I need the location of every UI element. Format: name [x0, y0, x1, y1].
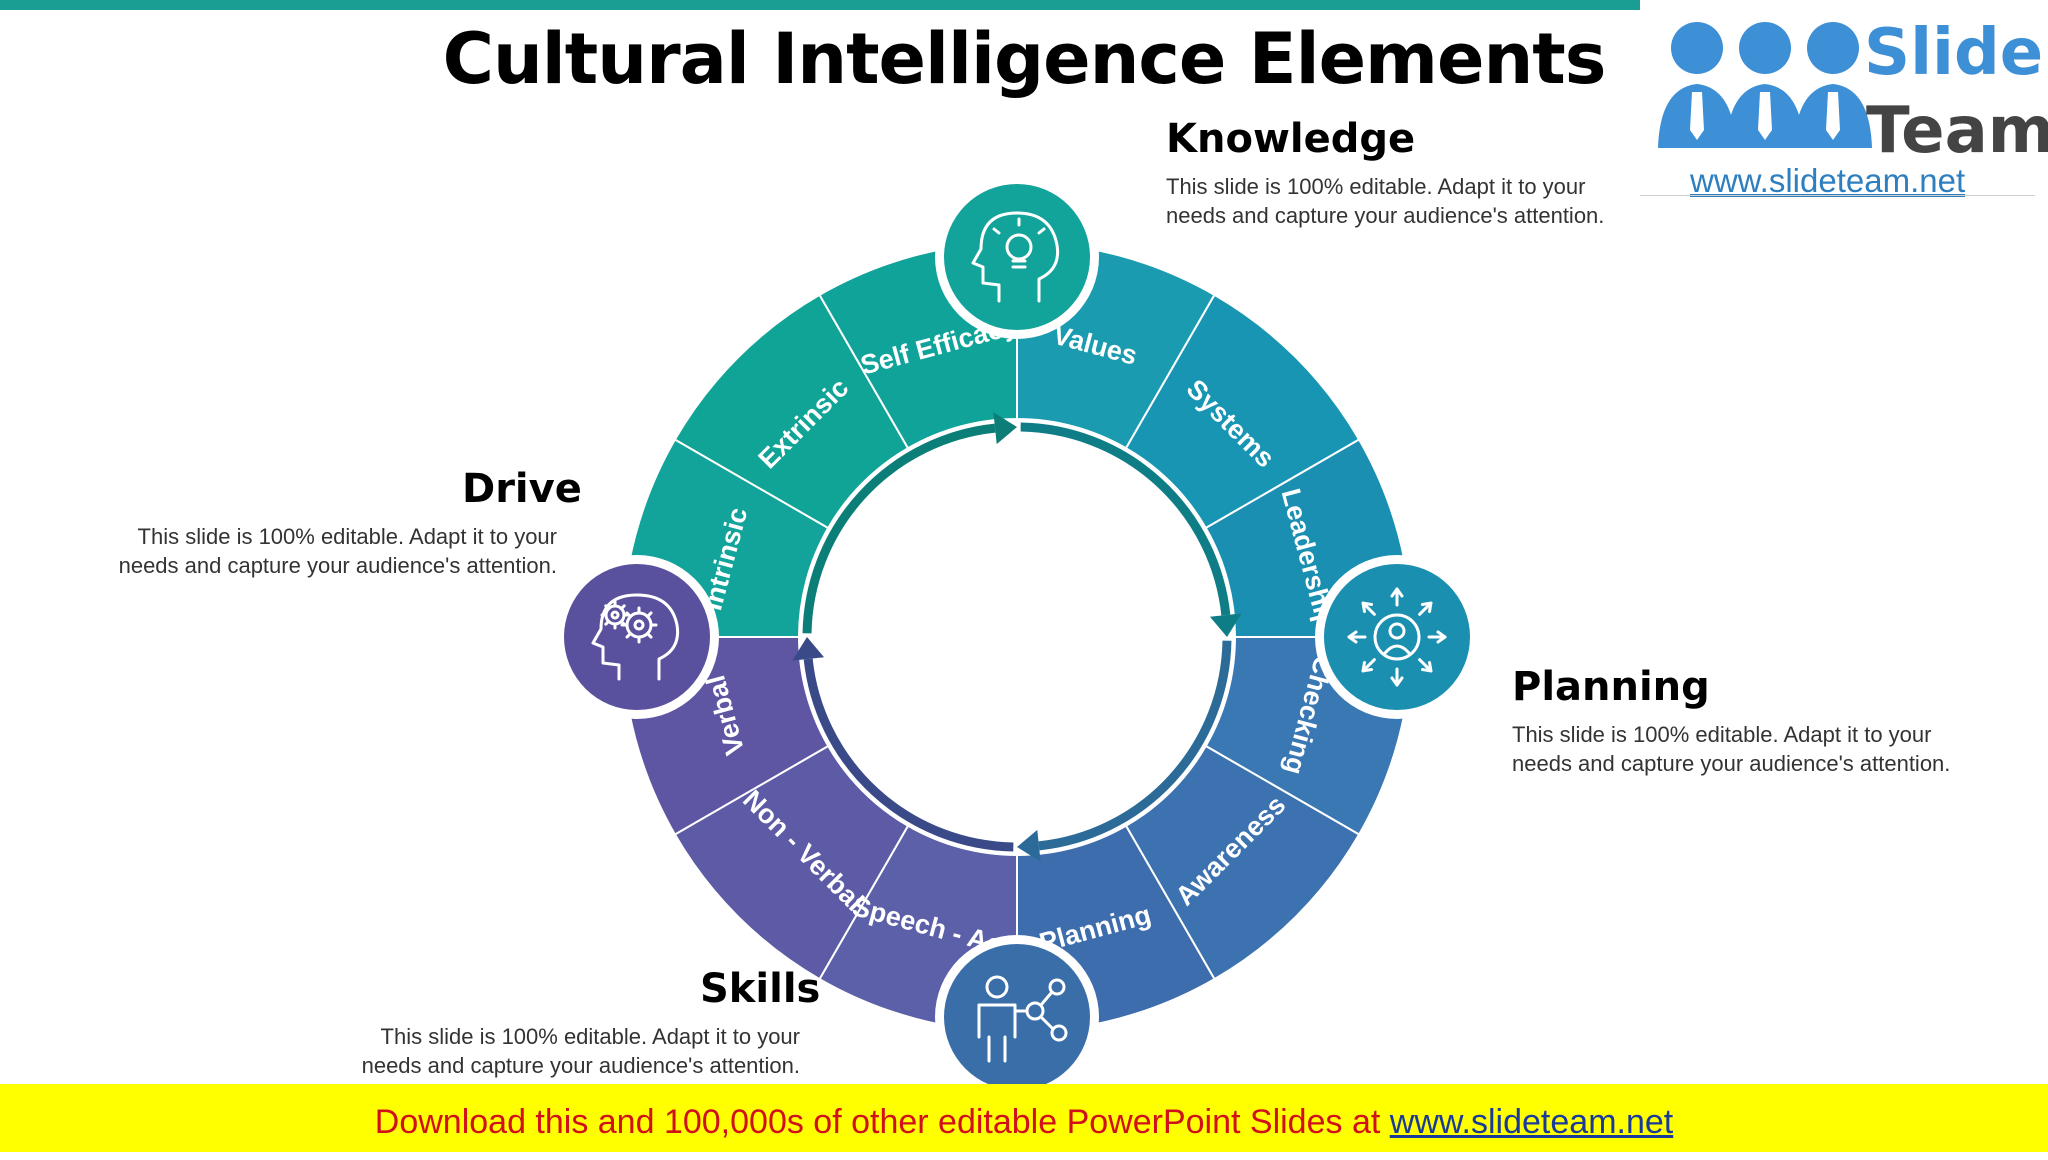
flow-arrowhead-planning: [1017, 829, 1041, 862]
knowledge-heading: Knowledge: [1166, 116, 1416, 162]
logo-divider: [1640, 195, 2035, 196]
planning-description-line1: This slide is 100% editable. Adapt it to…: [1512, 722, 1932, 747]
footer-link[interactable]: www.slideteam.net: [1389, 1103, 1674, 1141]
planning-description: This slide is 100% editable. Adapt it to…: [1512, 720, 1992, 778]
flow-arrowhead-knowledge: [1209, 613, 1242, 637]
person-arrows-icon: [1315, 555, 1479, 719]
skills-description-line2: needs and capture your audience's attent…: [361, 1053, 800, 1078]
logo-word-slide: Slide: [1864, 16, 2044, 90]
logo-word-team: Team: [1866, 94, 2048, 168]
top-accent-bar: [0, 0, 1640, 10]
page-title: Cultural Intelligence Elements: [442, 18, 1607, 100]
planning-description-line2: needs and capture your audience's attent…: [1512, 751, 1951, 776]
skills-heading: Skills: [700, 966, 821, 1012]
person-network-icon: [935, 935, 1099, 1099]
head-lightbulb-icon: [935, 175, 1099, 339]
planning-heading: Planning: [1512, 664, 1710, 710]
flow-arrowhead-drive: [993, 412, 1017, 445]
people-logo-icon: [1658, 22, 1872, 148]
drive-heading: Drive: [462, 466, 582, 512]
footer-banner: Download this and 100,000s of other edit…: [0, 1084, 2048, 1152]
flow-arrow-skills: [803, 658, 1014, 852]
slideteam-logo[interactable]: Slide Team: [1640, 0, 2048, 200]
flow-arrow-knowledge: [1020, 422, 1231, 616]
flow-arrow-planning: [1038, 640, 1232, 851]
drive-description-line1: This slide is 100% editable. Adapt it to…: [137, 524, 557, 549]
flow-arrow-drive: [802, 423, 996, 634]
knowledge-description: This slide is 100% editable. Adapt it to…: [1166, 172, 1646, 230]
footer-text: Download this and 100,000s of other edit…: [374, 1103, 1390, 1141]
knowledge-description-line2: needs and capture your audience's attent…: [1166, 203, 1605, 228]
drive-description: This slide is 100% editable. Adapt it to…: [77, 522, 557, 580]
flow-arrowhead-skills: [792, 637, 825, 661]
head-gears-icon: [555, 555, 719, 719]
drive-description-line2: needs and capture your audience's attent…: [118, 553, 557, 578]
knowledge-description-line1: This slide is 100% editable. Adapt it to…: [1166, 174, 1586, 199]
skills-description: This slide is 100% editable. Adapt it to…: [320, 1022, 800, 1080]
skills-description-line1: This slide is 100% editable. Adapt it to…: [380, 1024, 800, 1049]
logo-url-link[interactable]: www.slideteam.net: [1690, 162, 1966, 199]
